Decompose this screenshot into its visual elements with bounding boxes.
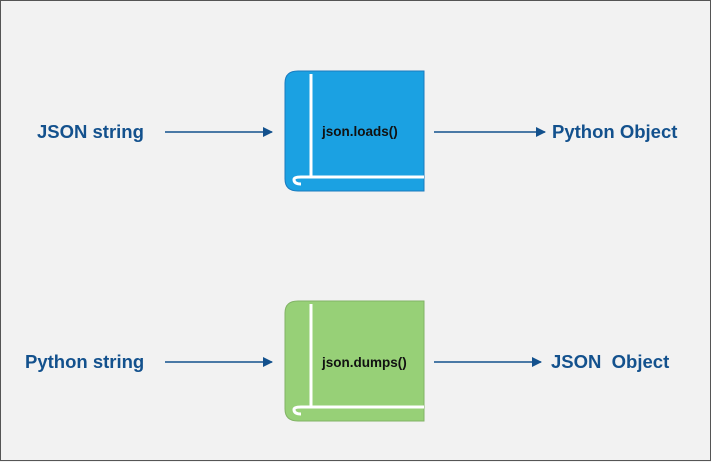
json-loads-label: json.loads() [322, 124, 398, 139]
python-string-label: Python string [25, 351, 145, 372]
json-dumps-label: json.dumps() [322, 355, 407, 370]
book-icon-loads [284, 70, 425, 192]
python-object-label: Python Object [552, 121, 678, 142]
json-object-label: JSON Object [551, 351, 670, 372]
book-icon-dumps [284, 300, 425, 422]
json-string-label: JSON string [37, 121, 144, 142]
